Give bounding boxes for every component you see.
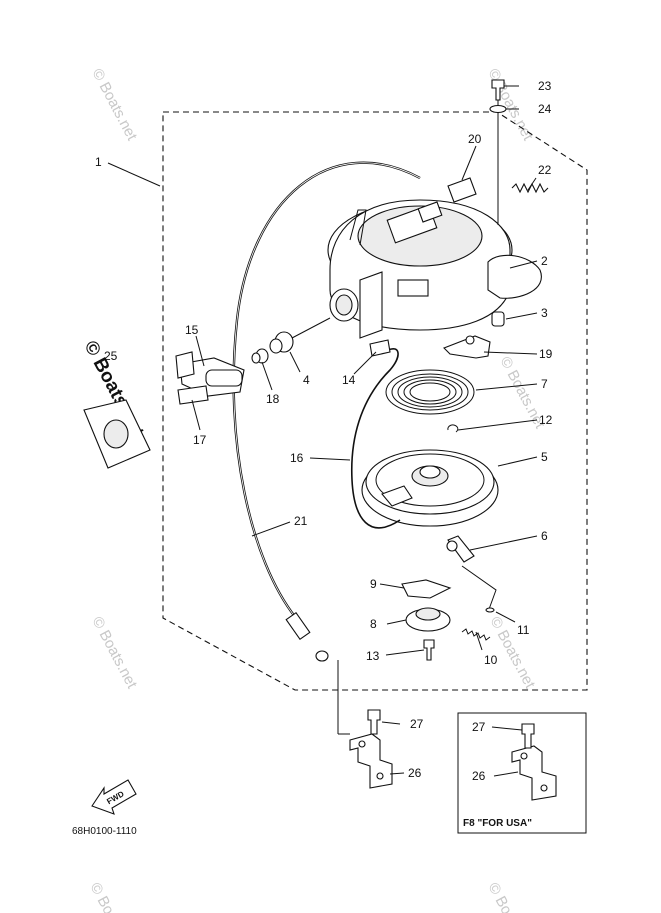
callout-15: 15: [185, 323, 199, 337]
cable-end-fitting: [285, 611, 311, 641]
pawl-6-pin: [446, 540, 458, 552]
lever-19: [443, 335, 491, 359]
callout-19: 19: [539, 347, 553, 361]
callout-6: 6: [541, 529, 548, 543]
inset-callout-27: 27: [472, 720, 486, 734]
callout-2: 2: [541, 254, 548, 268]
bolt-23: [491, 79, 505, 101]
bolt-13: [423, 639, 435, 661]
spring-11-end: [485, 607, 495, 613]
callout-14: 14: [342, 373, 356, 387]
callout-25: 25: [104, 349, 118, 363]
handle-15: [175, 351, 245, 397]
fwd-arrow-icon: FWD: [91, 779, 137, 815]
callout-13: 13: [366, 649, 380, 663]
callout-5: 5: [541, 450, 548, 464]
callout-11: 11: [517, 623, 530, 637]
bracket-17: [177, 385, 209, 405]
bracket-26: [349, 733, 393, 789]
bolt-27: [367, 709, 381, 735]
inset-bracket-26: [511, 745, 557, 801]
clip-12: [447, 424, 459, 433]
callout-23: 23: [538, 79, 552, 93]
collar-3: [491, 311, 505, 327]
grommet-14: [369, 339, 391, 357]
spring-22: [511, 182, 549, 194]
spring-22-leader: [527, 177, 537, 191]
callout-12: 12: [539, 413, 553, 427]
lever-19-pin: [465, 335, 475, 345]
callout-1: 1: [95, 155, 102, 169]
callout-17: 17: [193, 433, 207, 447]
grip-25-hole: [103, 419, 129, 449]
starter-housing: [327, 199, 542, 339]
callout-24: 24: [538, 102, 552, 116]
drive-plate-8: [405, 607, 451, 632]
inset-label: F8 "FOR USA": [463, 818, 532, 829]
spring-10: [461, 628, 491, 641]
callout-22: 22: [538, 163, 552, 177]
cable-end-cap: [315, 650, 329, 662]
callout-7: 7: [541, 377, 548, 391]
callout-3: 3: [541, 306, 548, 320]
cable-holder-4: [269, 317, 331, 354]
callout-4: 4: [303, 373, 310, 387]
watermark-4: © Boats.net: [88, 614, 140, 692]
watermark-6: © Boats.net: [86, 880, 138, 913]
callout-8: 8: [370, 617, 377, 631]
washer-24: [489, 104, 507, 114]
callout-27: 27: [410, 717, 424, 731]
callout-9: 9: [370, 577, 377, 591]
inset-bolt-27: [521, 723, 535, 749]
inset-box: [457, 712, 587, 834]
callout-18: 18: [266, 392, 280, 406]
callout-26: 26: [408, 766, 422, 780]
callout-10: 10: [484, 653, 498, 667]
starter-rope: [350, 348, 401, 529]
spiral-spring-7: [385, 369, 475, 415]
callout-21: 21: [294, 514, 308, 528]
plate-9: [401, 579, 452, 599]
watermark-7: © Boats.net: [484, 880, 536, 913]
bracket-20: [447, 177, 477, 203]
callouts: 1 2 3 4 5 6 7 8 9 10 11 12 13 14 15 16 1…: [95, 79, 553, 783]
starter-cable-inner: [233, 162, 421, 619]
spring-11: [461, 565, 497, 613]
leader-lines: [107, 85, 538, 777]
callout-16: 16: [290, 451, 304, 465]
part-code: 68H0100-1110: [72, 826, 137, 837]
watermark-1: © Boats.net: [88, 66, 140, 144]
pulley-5: [361, 449, 499, 527]
joint-18: [251, 348, 269, 364]
inset-callout-26: 26: [472, 769, 486, 783]
callout-20: 20: [468, 132, 482, 146]
